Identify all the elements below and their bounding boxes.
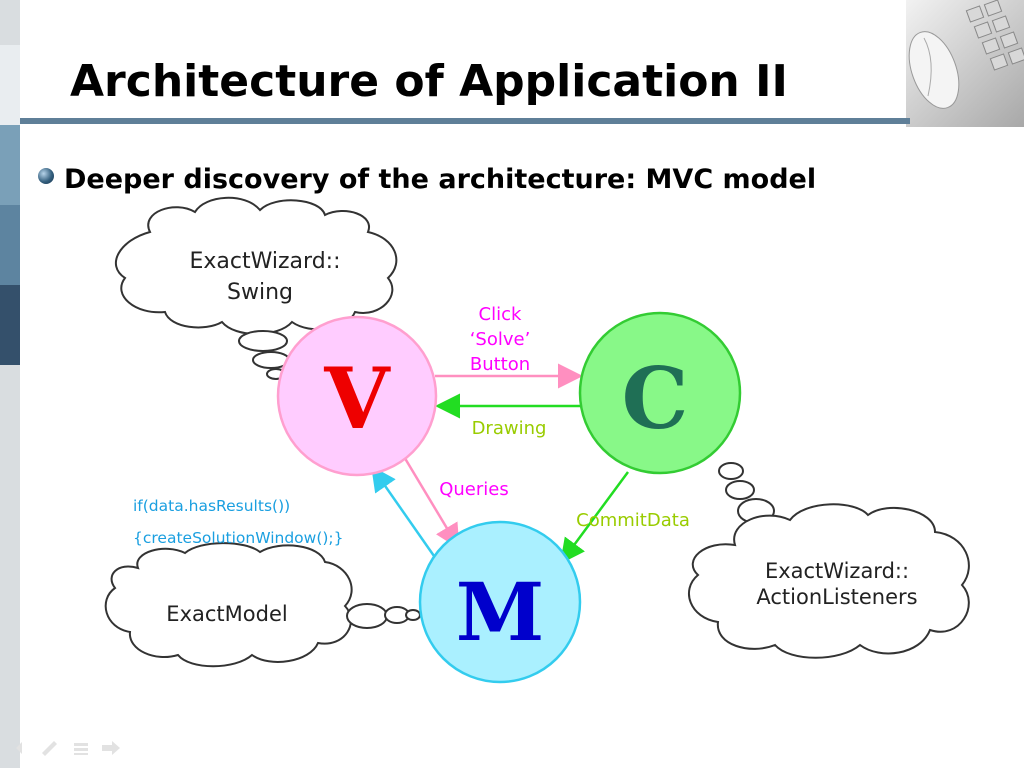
code-line2: {createSolutionWindow();}: [133, 529, 344, 547]
strip-block-4: [0, 285, 20, 365]
slide-title: Architecture of Application II: [70, 56, 788, 107]
queries-label: Queries: [439, 479, 509, 500]
click-label-line3: Button: [470, 354, 530, 375]
cloud-bubble: [725, 480, 755, 500]
view-node: V: [276, 315, 438, 477]
controller-letter: C: [622, 349, 689, 448]
commit-data-label: CommitData: [576, 510, 690, 531]
pen-icon[interactable]: [42, 741, 57, 756]
model-letter: M: [456, 565, 545, 659]
swing-thought-cloud: [114, 196, 398, 380]
cloud-bubble: [346, 603, 388, 629]
slide-nav-controls[interactable]: [14, 738, 124, 758]
cloud-bubble: [718, 462, 744, 480]
commit-data-arrow: [560, 471, 630, 565]
click-label-line2: ‘Solve’: [470, 329, 531, 350]
model-cloud-label: ExactModel: [166, 602, 287, 626]
left-accent-strip: [0, 0, 20, 768]
swing-cloud-line1: ExactWizard::: [190, 249, 341, 274]
keyboard-mouse-photo: [906, 0, 1024, 127]
listeners-cloud-line2: ActionListeners: [756, 585, 917, 609]
listeners-cloud-line1: ExactWizard::: [765, 559, 909, 583]
swing-cloud-line2: Swing: [227, 280, 293, 305]
code-line1: if(data.hasResults()): [133, 497, 290, 515]
menu-icon[interactable]: [74, 743, 88, 755]
strip-block-1: [0, 45, 20, 125]
drawing-label: Drawing: [472, 418, 547, 439]
nav-back-icon[interactable]: [16, 742, 22, 754]
strip-block-3: [0, 205, 20, 285]
click-label-line1: Click: [479, 304, 522, 325]
nav-forward-icon[interactable]: [102, 741, 120, 755]
bullet-icon: [38, 168, 54, 184]
listeners-thought-cloud: [688, 462, 970, 659]
bullet-text: Deeper discovery of the architecture: MV…: [64, 164, 817, 195]
model-thought-cloud: [104, 542, 421, 668]
view-letter: V: [323, 349, 391, 448]
cloud-bubble: [405, 609, 421, 621]
results-arrow: [371, 465, 436, 557]
title-underline: [20, 118, 910, 124]
strip-block-2: [0, 125, 20, 205]
model-node: M: [418, 520, 582, 684]
queries-arrow: [401, 454, 460, 550]
cloud-bubble: [238, 330, 288, 352]
controller-node: C: [578, 311, 742, 475]
